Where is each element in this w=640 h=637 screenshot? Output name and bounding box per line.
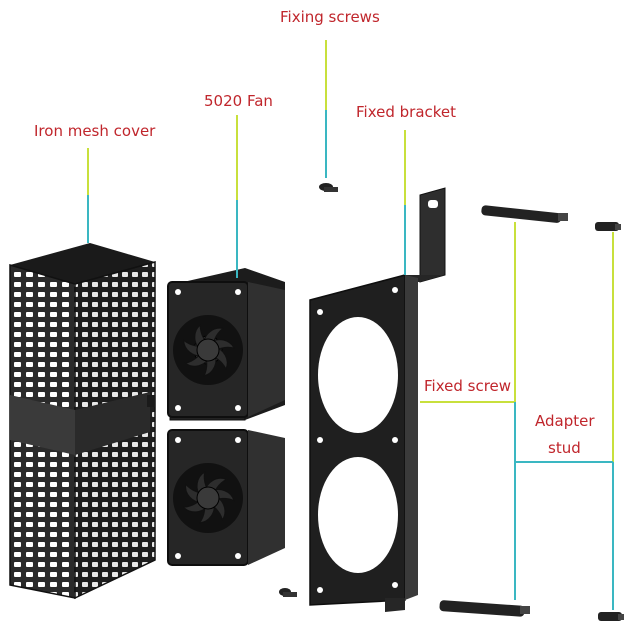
fixed-bracket xyxy=(309,187,446,612)
leader-fixed-screw xyxy=(420,222,516,600)
adapter-stud-short-bottom xyxy=(598,612,624,621)
label-stud: stud xyxy=(548,439,581,457)
fan-bottom xyxy=(167,429,285,566)
label-fixing-screws: Fixing screws xyxy=(280,8,380,26)
label-fixed-bracket: Fixed bracket xyxy=(356,103,457,121)
label-fixed-screw: Fixed screw xyxy=(424,377,512,395)
adapter-stud-long-bottom xyxy=(439,600,530,617)
fixing-screw-top xyxy=(319,183,338,192)
leader-adapter-stud xyxy=(515,232,614,610)
fan-top xyxy=(167,268,285,421)
iron-mesh-cover xyxy=(9,243,156,600)
label-adapter: Adapter xyxy=(535,412,595,430)
label-iron-mesh-cover: Iron mesh cover xyxy=(34,122,156,140)
adapter-stud-short-top xyxy=(595,222,621,231)
fixing-screw-bottom xyxy=(279,588,297,597)
adapter-stud-long-top xyxy=(481,205,568,223)
label-fan: 5020 Fan xyxy=(204,92,273,110)
